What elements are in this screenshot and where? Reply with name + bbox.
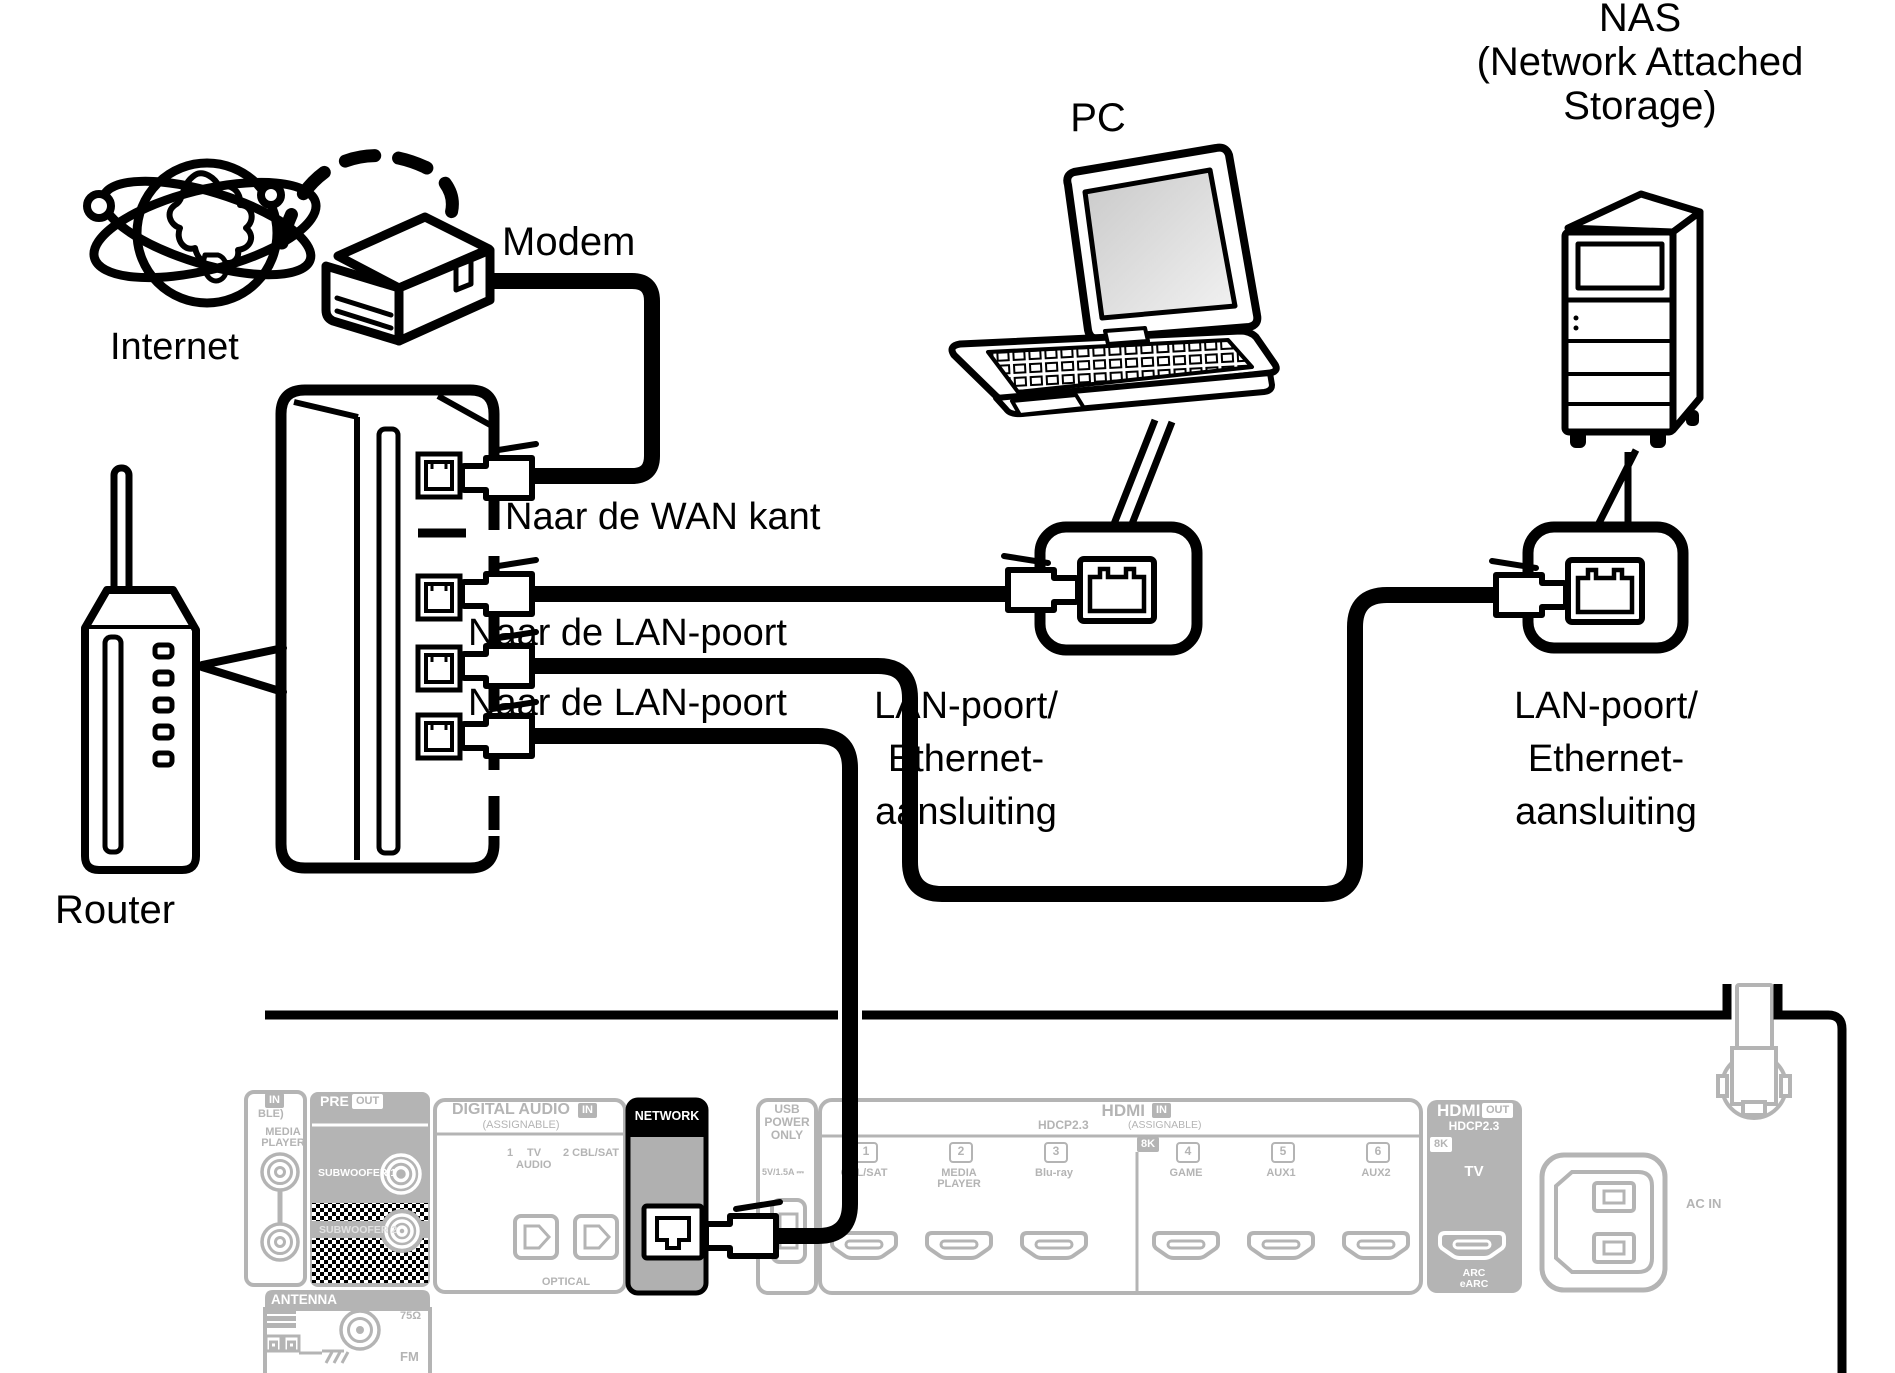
hdmi-in-badge: IN xyxy=(1152,1103,1171,1118)
nas-port-caption-line1: LAN-poort/ xyxy=(1514,685,1698,727)
optical2-label: 2 CBL/SAT xyxy=(563,1147,620,1159)
router-rj45-ports xyxy=(415,451,463,761)
ac-inlet-icon xyxy=(1539,1152,1668,1293)
hdmi-in-hdcp: HDCP2.3 xyxy=(1038,1118,1089,1132)
hdmi-input-label: AUX2 xyxy=(1361,1167,1391,1179)
nas-icon xyxy=(1561,190,1704,448)
hdmi-in-8k-badge: 8K xyxy=(1137,1137,1160,1152)
hdmi-input-label: AUX1 xyxy=(1266,1167,1296,1179)
modem-icon xyxy=(321,212,495,346)
hdmi-in-title: HDMI xyxy=(1101,1101,1145,1120)
hdmi-out-earc-label: eARC xyxy=(1459,1278,1489,1290)
pc-lan-callout xyxy=(1034,521,1203,656)
network-rj45-jack-icon xyxy=(641,1203,705,1261)
fm-antenna-cable-icon xyxy=(1716,983,1792,1120)
hdmi-out-tv-label: TV xyxy=(1464,1163,1484,1180)
router-label: Router xyxy=(55,888,176,932)
in-badge: IN xyxy=(265,1093,284,1108)
antenna-title: ANTENNA xyxy=(271,1292,337,1307)
wan-side-label: Naar de WAN kant xyxy=(505,496,821,538)
network-block xyxy=(625,1097,709,1296)
digital-audio-assignable: (ASSIGNABLE) xyxy=(482,1119,560,1131)
optical1-label2: AUDIO xyxy=(516,1159,552,1171)
nas-port-caption: LAN-poort/ Ethernet- aansluiting xyxy=(1506,680,1706,839)
nas-port-caption-line2: Ethernet- xyxy=(1527,738,1685,780)
nas-label-line1: NAS xyxy=(1598,0,1682,40)
hdmi-input-label2: PLAYER xyxy=(937,1178,981,1190)
optical1-num: 1 xyxy=(507,1147,514,1159)
hdmi-in-assignable: (ASSIGNABLE) xyxy=(1128,1119,1202,1131)
hdmi-input-num: 1 xyxy=(854,1142,878,1163)
subwoofer1-label: SUBWOOFER 1 xyxy=(318,1167,397,1179)
hdmi-in-block xyxy=(818,1098,1423,1295)
antenna-block xyxy=(263,1290,432,1373)
antenna-ohm-label: 75Ω xyxy=(400,1310,422,1322)
pc-label: PC xyxy=(1070,96,1126,140)
pc-port-caption: LAN-poort/ Ethernet- aansluiting xyxy=(866,680,1066,839)
internet-globe-icon xyxy=(83,158,321,308)
hdmi-out-arc-label: ARC xyxy=(1462,1267,1486,1279)
router-icon xyxy=(81,464,200,874)
nas-callout-pointer xyxy=(1593,448,1640,529)
hdmi-input-label: Blu-ray xyxy=(1035,1167,1073,1179)
nas-label-line3: Storage) xyxy=(1563,84,1717,128)
ground-symbol-icon xyxy=(299,1349,350,1364)
nas-label-line2: (Network Attached xyxy=(1476,40,1804,84)
hdmi-input-label: GAME xyxy=(1169,1167,1203,1179)
hdmi-input-num: 5 xyxy=(1271,1142,1295,1163)
hdmi-input-num: 3 xyxy=(1044,1142,1068,1163)
internet-label: Internet xyxy=(110,326,239,368)
pc-ethernet-port-icon xyxy=(1080,559,1154,621)
pc-port-caption-line2: Ethernet- xyxy=(887,738,1045,780)
optical-caption: OPTICAL xyxy=(541,1276,591,1288)
preout-out-badge: OUT xyxy=(352,1094,384,1109)
hdmi-out-badge: OUT xyxy=(1482,1103,1514,1118)
hdmi-input-label: MEDIA xyxy=(941,1167,977,1179)
usb-label3: ONLY xyxy=(770,1128,804,1142)
hdmi-out-hdcp: HDCP2.3 xyxy=(1448,1119,1500,1133)
hdmi-input-num: 2 xyxy=(949,1142,973,1163)
hdmi-out-title: HDMI xyxy=(1437,1101,1481,1120)
antenna-terminals-icon xyxy=(266,1309,296,1328)
analog-in-block xyxy=(244,1090,307,1287)
hdmi-out-8k-badge: 8K xyxy=(1430,1137,1453,1152)
modem-label: Modem xyxy=(502,220,636,264)
usb-label2: POWER xyxy=(764,1115,810,1129)
player-label: PLAYER xyxy=(261,1137,305,1149)
fm-coax-connector-icon xyxy=(339,1309,381,1351)
antenna-fm-label: FM xyxy=(400,1349,419,1364)
router-ports-callout xyxy=(275,384,500,874)
nas-label: NAS (Network Attached Storage) xyxy=(1460,0,1820,128)
nas-port-caption-line3: aansluiting xyxy=(1515,791,1697,833)
network-title: NETWORK xyxy=(634,1109,700,1123)
digital-audio-in-badge: IN xyxy=(578,1103,597,1118)
pc-laptop-icon xyxy=(948,143,1280,418)
pc-callout-pointer xyxy=(1108,418,1176,531)
pre-out-block xyxy=(310,1092,430,1287)
usb-label1: USB xyxy=(774,1102,800,1116)
media-label: MEDIA xyxy=(265,1126,301,1138)
router-callout-pointer xyxy=(198,644,287,696)
pc-port-caption-line3: aansluiting xyxy=(875,791,1057,833)
lan-port-label-1: Naar de LAN-poort xyxy=(468,612,787,654)
wireless-dashed-arc xyxy=(275,149,459,250)
subwoofer2-label: SUBWOOFER 2 xyxy=(319,1224,398,1236)
nas-lan-callout xyxy=(1522,521,1689,654)
pc-port-caption-line1: LAN-poort/ xyxy=(874,685,1058,727)
digital-audio-title: DIGITAL AUDIO xyxy=(452,1101,570,1118)
hdmi-input-num: 6 xyxy=(1366,1142,1390,1163)
usb-rating-label: 5V/1.5A ⎓ xyxy=(762,1167,804,1177)
optical1-label1: TV xyxy=(527,1147,542,1159)
lan-port-label-2: Naar de LAN-poort xyxy=(468,682,787,724)
nas-ethernet-port-icon xyxy=(1568,560,1642,622)
assignable-cut-label: BLE) xyxy=(258,1108,284,1120)
preout-title: PRE xyxy=(320,1093,349,1109)
ac-in-label: AC IN xyxy=(1686,1196,1722,1211)
hdmi-input-num: 4 xyxy=(1176,1142,1200,1163)
